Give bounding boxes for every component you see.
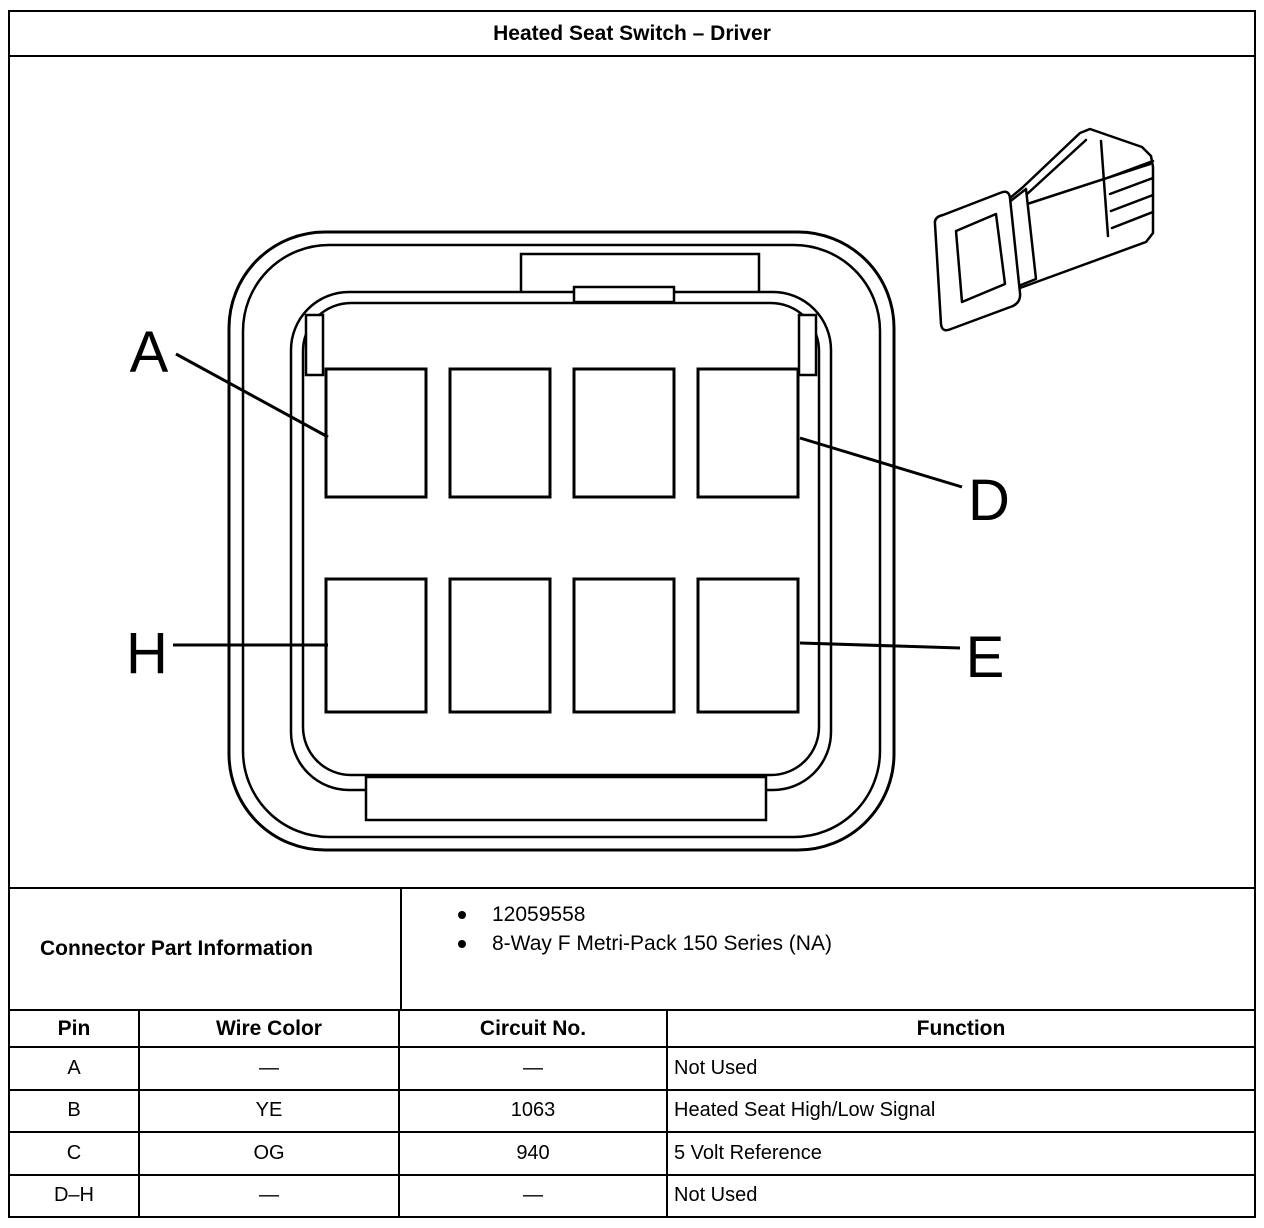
pin-callout-d: D — [968, 468, 1010, 533]
header-function: Function — [916, 1016, 1006, 1040]
leader-line-a — [175, 352, 329, 439]
connector-bottom-slot — [364, 775, 768, 822]
callout-labels: A D H E — [126, 320, 1010, 690]
bullet-icon — [458, 911, 466, 919]
part-info-row: Connector Part Information 12059558 8-Wa… — [10, 887, 1254, 1009]
table-row: B YE 1063 Heated Seat High/Low Signal — [10, 1088, 1254, 1131]
header-pin: Pin — [10, 1011, 140, 1046]
cell-circuit-no: — — [400, 1048, 668, 1089]
pin-cavity-f — [572, 577, 676, 714]
bullet-icon — [458, 940, 466, 948]
iso-ribs — [1108, 159, 1155, 230]
connector-diagram-svg: A D H E — [126, 127, 1155, 852]
leader-line-d — [799, 436, 963, 489]
cell-function: 5 Volt Reference — [674, 1141, 822, 1164]
pin-cavity-e — [696, 577, 800, 714]
iso-front-opening — [954, 212, 1007, 304]
pin-cavities — [324, 367, 800, 714]
callout-leader-lines — [173, 352, 963, 650]
cell-pin: D–H — [10, 1175, 140, 1216]
iso-rib-divider — [1099, 139, 1110, 238]
leader-line-e — [799, 641, 961, 650]
pin-cavity-c — [572, 367, 676, 499]
part-number: 12059558 — [492, 903, 586, 926]
cell-pin: A — [10, 1048, 140, 1089]
cell-function: Heated Seat High/Low Signal — [674, 1099, 936, 1122]
pin-cavity-a — [324, 367, 428, 499]
part-info-label: Connector Part Information — [10, 889, 402, 1009]
pin-callout-e: E — [966, 625, 1005, 690]
part-info-content: 12059558 8-Way F Metri-Pack 150 Series (… — [402, 889, 1254, 1009]
table-row: A — — Not Used — [10, 1046, 1254, 1089]
pin-table-header: Pin Wire Color Circuit No. Function — [10, 1009, 1254, 1046]
pin-callout-h: H — [126, 621, 168, 686]
part-info-item: 12059558 — [458, 903, 1244, 927]
connector-inner-rim-inner — [301, 301, 821, 777]
cell-function: Not Used — [674, 1056, 758, 1079]
connector-face-view — [227, 230, 896, 852]
pin-table: Pin Wire Color Circuit No. Function A — … — [10, 1009, 1254, 1216]
iso-rail-line — [1024, 138, 1088, 197]
pin-cavity-d — [696, 367, 800, 499]
pin-cavity-g — [448, 577, 552, 714]
connector-diagram: A D H E — [10, 57, 1254, 887]
cell-pin: B — [10, 1090, 140, 1131]
cell-function: Not Used — [674, 1184, 758, 1207]
page-frame: Heated Seat Switch – Driver — [8, 10, 1256, 1218]
table-row: C OG 940 5 Volt Reference — [10, 1131, 1254, 1174]
cell-wire-color: YE — [140, 1090, 400, 1131]
header-wire-color: Wire Color — [140, 1011, 400, 1046]
cell-circuit-no: 940 — [400, 1133, 668, 1174]
connector-key-slot-right — [797, 313, 818, 377]
connector-series: 8-Way F Metri-Pack 150 Series (NA) — [492, 932, 832, 955]
header-circuit-no: Circuit No. — [400, 1011, 668, 1046]
pin-cavity-b — [448, 367, 552, 499]
pin-callout-a: A — [130, 320, 169, 385]
connector-key-slot-left — [304, 313, 325, 377]
pin-cavity-h — [324, 577, 428, 714]
cell-wire-color: OG — [140, 1133, 400, 1174]
cell-wire-color: — — [140, 1175, 400, 1216]
part-info-item: 8-Way F Metri-Pack 150 Series (NA) — [458, 932, 1244, 956]
connector-top-tab-slot — [572, 285, 676, 304]
cell-wire-color: — — [140, 1048, 400, 1089]
cell-circuit-no: — — [400, 1175, 668, 1216]
table-row: D–H — — Not Used — [10, 1173, 1254, 1216]
page-title: Heated Seat Switch – Driver — [10, 12, 1254, 57]
cell-pin: C — [10, 1133, 140, 1174]
iso-body — [1008, 127, 1155, 290]
cell-circuit-no: 1063 — [400, 1090, 668, 1131]
connector-iso-view — [933, 127, 1155, 332]
